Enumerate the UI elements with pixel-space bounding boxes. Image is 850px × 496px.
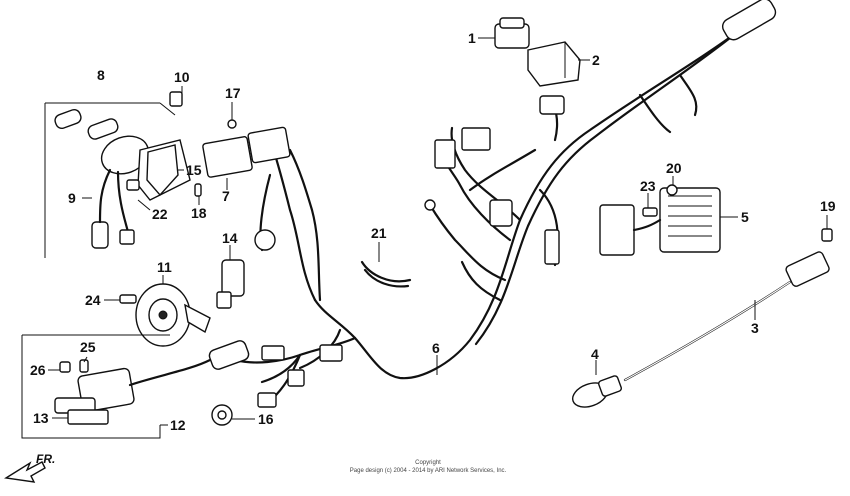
callout-8: 8 bbox=[97, 67, 105, 83]
callout-19: 19 bbox=[820, 198, 836, 214]
callout-15: 15 bbox=[186, 162, 202, 178]
callout-22: 22 bbox=[152, 206, 168, 222]
callout-labels: 1 2 3 4 5 6 7 8 9 10 11 12 13 14 15 16 1… bbox=[30, 30, 836, 433]
callout-7: 7 bbox=[222, 188, 230, 204]
callout-24: 24 bbox=[85, 292, 101, 308]
callout-11: 11 bbox=[157, 259, 172, 275]
callout-5: 5 bbox=[741, 209, 749, 225]
callout-1: 1 bbox=[468, 30, 476, 46]
callout-2: 2 bbox=[592, 52, 600, 68]
part-12-switch-assembly bbox=[21, 334, 250, 439]
part-1-relay bbox=[494, 17, 530, 49]
callout-26: 26 bbox=[30, 362, 46, 378]
part-16-grommet bbox=[211, 404, 233, 426]
part-10-screw bbox=[169, 91, 183, 107]
copyright-notice: Copyright Page design (c) 2004 - 2014 by… bbox=[350, 460, 507, 474]
harness-connectors-lower bbox=[257, 344, 343, 408]
fr-arrow-icon bbox=[4, 461, 46, 483]
part-2-unit bbox=[527, 41, 581, 87]
callout-16: 16 bbox=[258, 411, 274, 427]
callout-17: 17 bbox=[225, 85, 241, 101]
callout-10: 10 bbox=[174, 69, 190, 85]
callout-6: 6 bbox=[432, 340, 440, 356]
callout-12: 12 bbox=[170, 417, 186, 433]
callout-21: 21 bbox=[371, 225, 387, 241]
callout-25: 25 bbox=[80, 339, 96, 355]
part-14-fuse-holder bbox=[216, 229, 276, 309]
callout-18: 18 bbox=[191, 205, 207, 221]
part-3-cable bbox=[623, 251, 830, 382]
copyright-line2: Page design (c) 2004 - 2014 by ARI Netwo… bbox=[350, 468, 507, 474]
part-15-bracket bbox=[146, 144, 179, 197]
callout-20: 20 bbox=[666, 160, 682, 176]
harness-connector-cluster bbox=[424, 127, 560, 265]
callout-13: 13 bbox=[33, 410, 49, 426]
callout-leaders bbox=[48, 37, 828, 426]
direction-arrow: FR. bbox=[4, 452, 55, 483]
part-7-connector-block bbox=[202, 126, 291, 178]
callout-23: 23 bbox=[640, 178, 656, 194]
callout-9: 9 bbox=[68, 190, 76, 206]
callout-4: 4 bbox=[591, 346, 599, 362]
part-11-horn bbox=[135, 283, 211, 347]
harness-connector-upper bbox=[539, 95, 565, 115]
callout-3: 3 bbox=[751, 320, 759, 336]
fr-label: FR. bbox=[36, 452, 55, 466]
part-5-regulator bbox=[599, 187, 721, 256]
callout-14: 14 bbox=[222, 230, 238, 246]
part-4-bulb-socket bbox=[571, 375, 622, 408]
part-13-plate bbox=[67, 409, 109, 425]
part-21-band bbox=[360, 260, 412, 288]
copyright-line1: Copyright bbox=[415, 460, 441, 466]
harness-end-connector bbox=[721, 0, 777, 41]
